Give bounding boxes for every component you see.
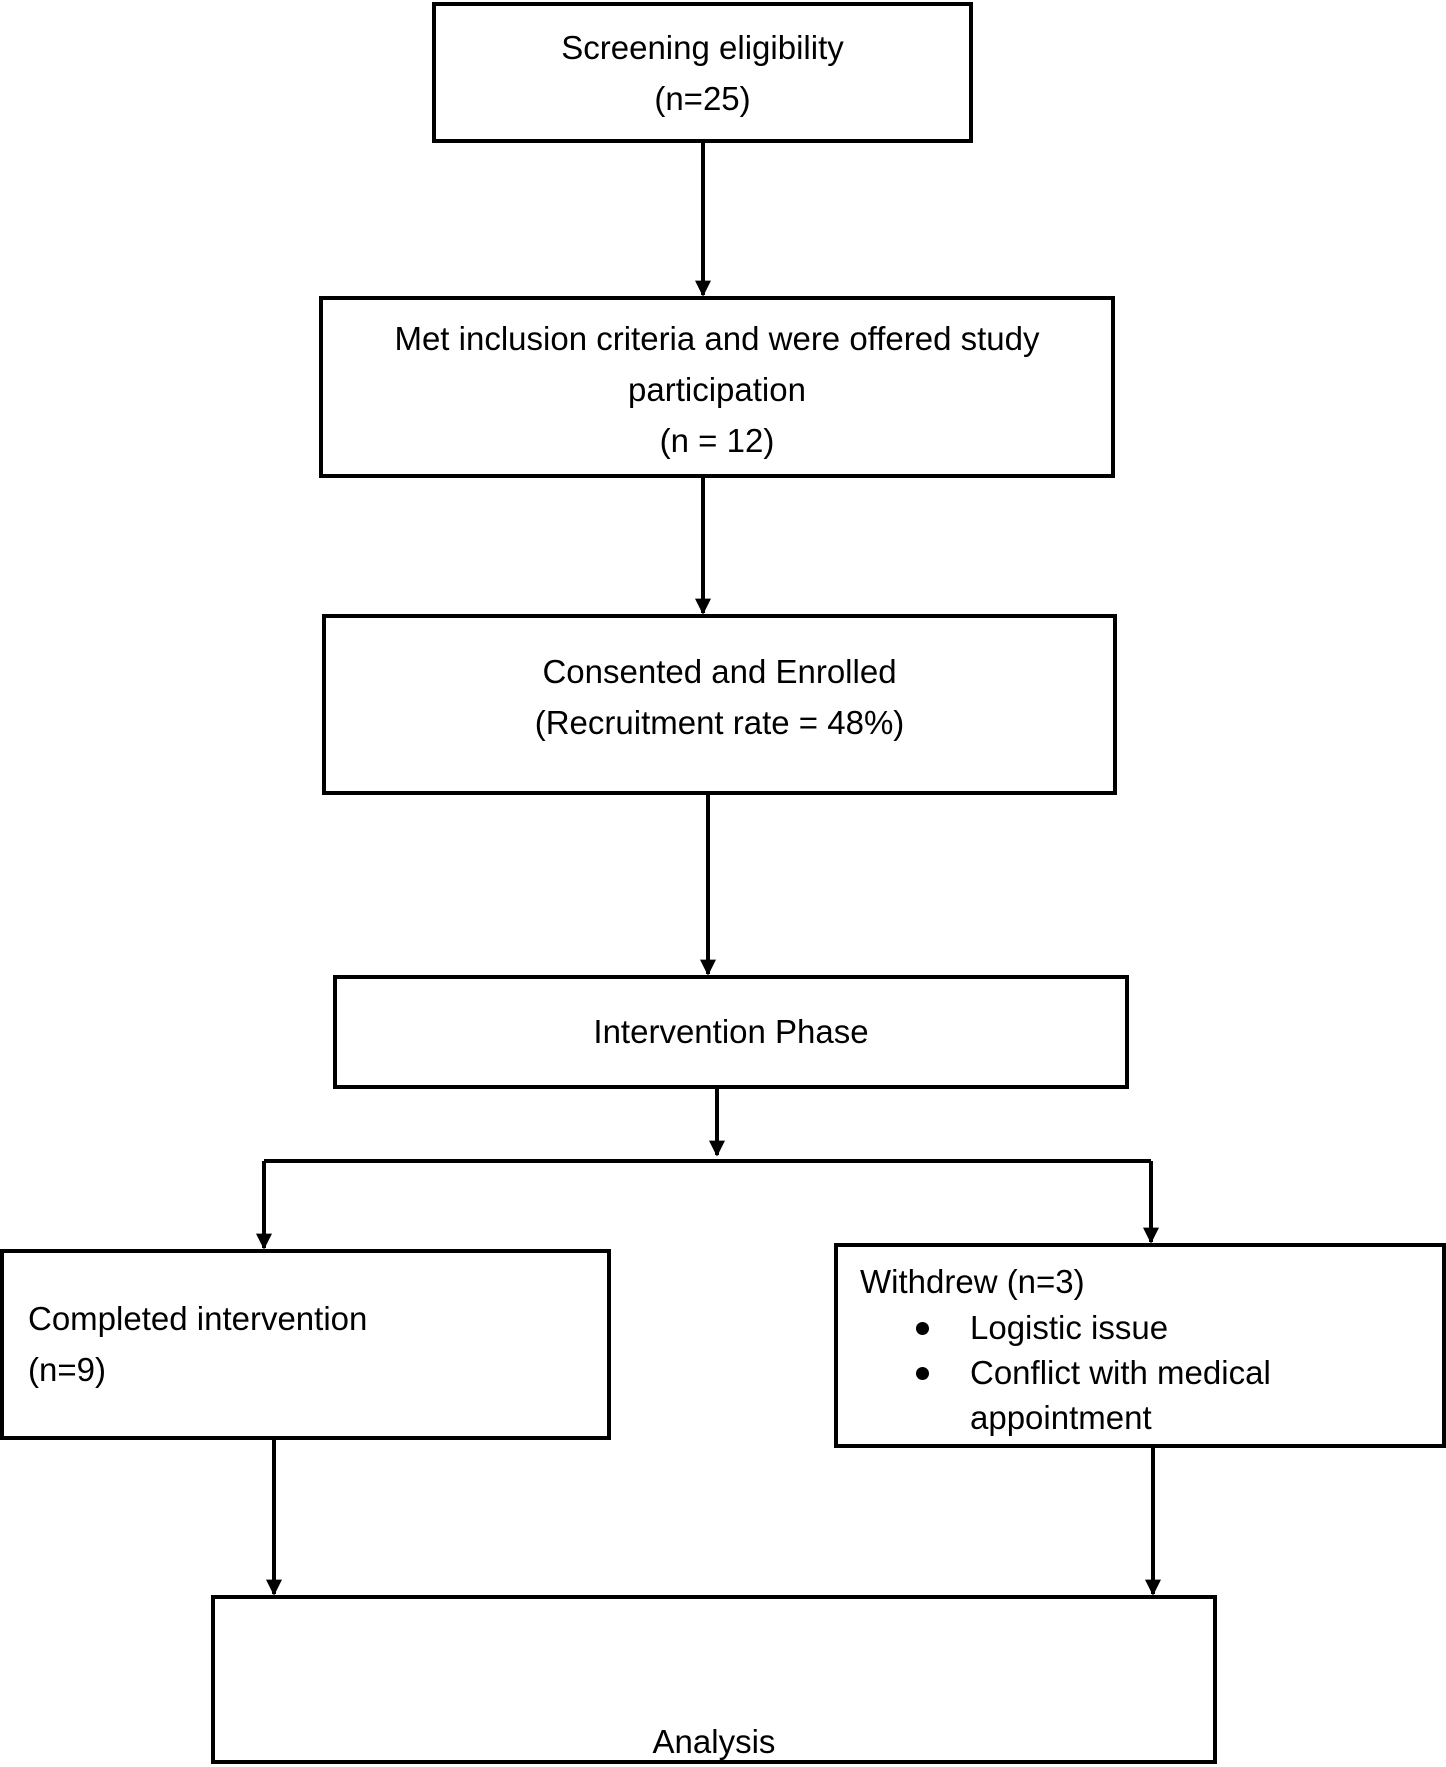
completed-label: Completed intervention xyxy=(28,1300,368,1337)
withdrew-label: Withdrew (n=3) xyxy=(860,1263,1085,1300)
withdrew-reasons-list: Logistic issue Conflict with medical app… xyxy=(838,1305,1271,1440)
met-criteria-box: Met inclusion criteria and were offered … xyxy=(319,296,1115,478)
analysis-label: Analysis xyxy=(652,1723,776,1760)
intervention-label: Intervention Phase xyxy=(593,1013,869,1050)
completed-count: (n=9) xyxy=(28,1351,106,1388)
screening-box: Screening eligibility (n=25) xyxy=(432,2,973,143)
met-criteria-label-line2: participation xyxy=(628,371,806,408)
withdrew-reason-text: Logistic issue xyxy=(970,1309,1169,1346)
met-criteria-label-line1: Met inclusion criteria and were offered … xyxy=(394,320,1040,357)
withdrew-box: Withdrew (n=3) Logistic issue Conflict w… xyxy=(834,1243,1446,1448)
bullet-icon xyxy=(916,1322,929,1335)
screening-label: Screening eligibility xyxy=(561,29,844,66)
consented-label: Consented and Enrolled xyxy=(542,653,897,690)
analysis-box: Analysis xyxy=(211,1595,1217,1764)
withdrew-reason-item: Logistic issue xyxy=(838,1305,1271,1350)
met-criteria-count: (n = 12) xyxy=(659,422,775,459)
consented-box: Consented and Enrolled (Recruitment rate… xyxy=(322,614,1117,795)
screening-count: (n=25) xyxy=(654,80,751,117)
recruitment-rate: (Recruitment rate = 48%) xyxy=(534,704,905,741)
withdrew-reason-item: Conflict with medical xyxy=(838,1350,1271,1395)
bullet-icon xyxy=(916,1367,929,1380)
intervention-box: Intervention Phase xyxy=(333,975,1129,1089)
completed-box: Completed intervention (n=9) xyxy=(0,1249,611,1440)
withdrew-reason-continuation: appointment xyxy=(970,1399,1152,1436)
withdrew-reason-text: Conflict with medical xyxy=(970,1354,1271,1391)
